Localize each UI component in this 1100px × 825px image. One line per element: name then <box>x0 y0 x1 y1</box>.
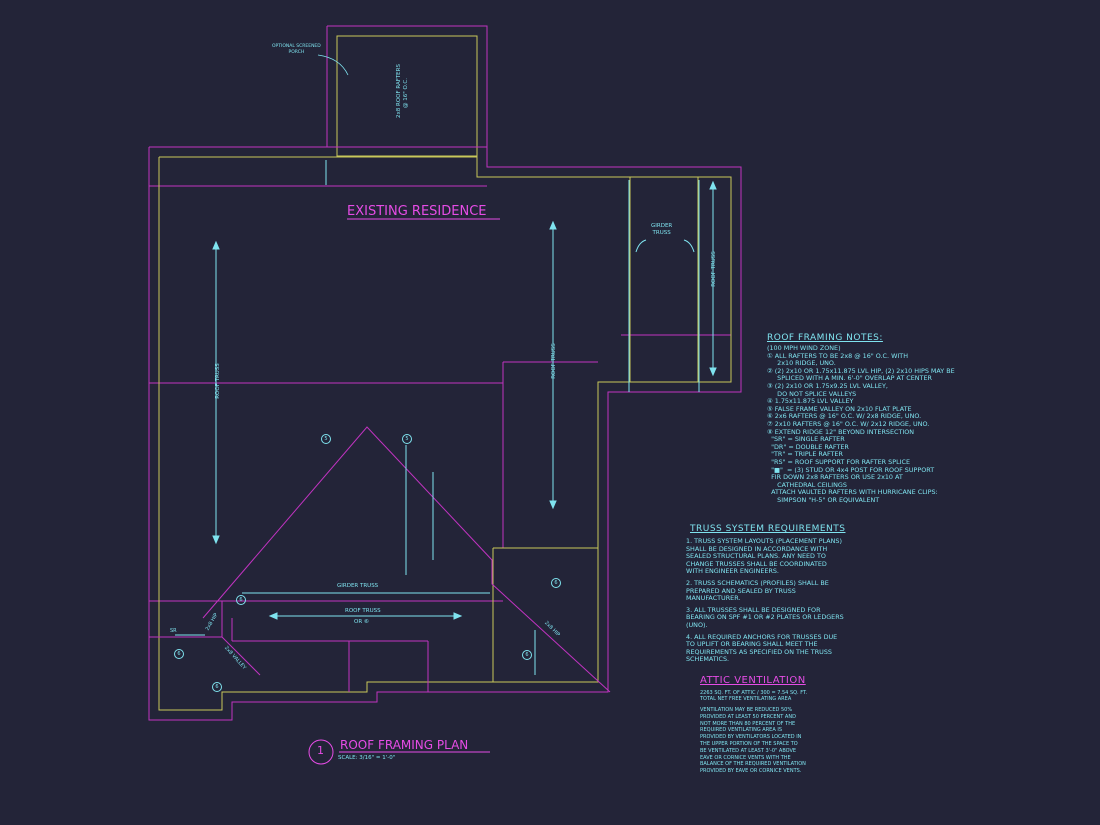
hip-valley-lines <box>149 426 611 693</box>
plan-title: ROOF FRAMING PLAN <box>340 738 469 752</box>
roof-truss-horizontal-label: ROOF TRUSS <box>345 608 381 614</box>
roof-line: ATTACH VAULTED RAFTERS WITH HURRICANE CL… <box>767 488 938 497</box>
attic-summary-line-1: 2263 SQ. FT. OF ATTIC / 300 = 7.54 SQ. F… <box>700 690 808 696</box>
callout-5-a: 5 <box>321 434 331 444</box>
porch-rafters-label: 2x8 ROOF RAFTERS @ 16" O.C. <box>396 64 410 118</box>
truss-line: 3. ALL TRUSSES SHALL BE DESIGNED FOR <box>686 605 821 614</box>
callout-6-d: 6 <box>212 682 222 692</box>
roof-line: FIR DOWN 2x8 RAFTERS OR USE 2x10 AT <box>767 473 903 482</box>
porch-outline <box>326 25 488 167</box>
roof-line: SIMPSON "H-5" OR EQUIVALENT <box>767 495 880 504</box>
truss-line: PREPARED AND SEALED BY TRUSS <box>686 586 796 595</box>
porch-label-line-1: OPTIONAL SCREENED <box>272 44 321 49</box>
girder-truss-top-label: GIRDER TRUSS <box>651 223 672 237</box>
or-6-label: OR ⑥ <box>354 619 369 625</box>
roof-line: DO NOT SPLICE VALLEYS <box>767 389 857 398</box>
porch-label-line-2: PORCH <box>288 49 305 55</box>
truss-line: 1. TRUSS SYSTEM LAYOUTS (PLACEMENT PLANS… <box>686 537 842 545</box>
girder-truss-bottom-label: GIRDER TRUSS <box>337 583 379 589</box>
truss-line: 2. TRUSS SCHEMATICS (PROFILES) SHALL BE <box>686 578 829 587</box>
roof-line: "TR" = TRIPLE RAFTER <box>767 450 843 459</box>
attic-line: PROVIDED AT LEAST 50 PERCENT AND <box>700 713 796 720</box>
roof-line: ⑦ 2x10 RAFTERS @ 16" O.C. W/ 2x12 RIDGE,… <box>767 419 930 428</box>
roof-line: ② (2) 2x10 OR 1.75x11.875 LVL HIP, (2) 2… <box>767 366 955 375</box>
sr-label: SR <box>170 628 177 634</box>
attic-line: BALANCE OF THE REQUIRED VENTILATION <box>700 761 806 768</box>
truss-line: SEALED STRUCTURAL PLANS. ANY NEED TO <box>686 552 826 561</box>
girder-truss-top-line-1: GIRDER <box>651 223 673 229</box>
roof-line: "RS" = ROOF SUPPORT FOR RAFTER SPLICE <box>767 457 911 466</box>
roof-line: 2x10 RIDGE, UNO. <box>767 359 836 368</box>
roof-line: (100 MPH WIND ZONE) <box>767 344 841 352</box>
porch-leader <box>317 54 349 76</box>
truss-notes-lines: 1. TRUSS SYSTEM LAYOUTS (PLACEMENT PLANS… <box>686 537 861 664</box>
truss-line: MANUFACTURER. <box>686 594 741 603</box>
attic-line: EAVE OR CORNICE VENTS WITH THE <box>700 754 791 761</box>
attic-line: NOT MORE THAN 80 PERCENT OF THE <box>700 720 796 727</box>
roof-line: CATHEDRAL CEILINGS <box>767 480 847 489</box>
attic-summary-line-2: TOTAL NET FREE VENTILATING AREA <box>700 696 792 702</box>
truss-line: BEARING ON SPF #1 OR #2 PLATES OR LEDGER… <box>686 613 844 622</box>
truss-line: REQUIREMENTS AS SPECIFIED ON THE TRUSS <box>686 647 832 656</box>
roof-line: ⑤ FALSE FRAME VALLEY ON 2x10 FLAT PLATE <box>767 404 912 413</box>
porch-rafters-line-2: @ 16" O.C. <box>403 78 409 108</box>
truss-line: (UNO). <box>686 620 708 629</box>
roof-line: ③ (2) 2x10 OR 1.75x9.25 LVL VALLEY, <box>767 381 888 390</box>
roof-line: "■" = (3) STUD OR 4x4 POST FOR ROOF SUPP… <box>767 465 935 474</box>
roof-truss-mid-label: ROOF TRUSS <box>551 343 557 379</box>
attic-lines: VENTILATION MAY BE REDUCED 50%PROVIDED A… <box>700 707 840 775</box>
attic-line: PROVIDED BY EAVE OR CORNICE VENTS. <box>700 768 802 775</box>
truss-system-notes: TRUSS SYSTEM REQUIREMENTS 1. TRUSS SYSTE… <box>686 524 861 664</box>
roof-notes-title: ROOF FRAMING NOTES: <box>767 333 883 343</box>
wall-outline <box>158 156 732 711</box>
girder-truss-top-line-2: TRUSS <box>652 230 671 236</box>
truss-line: SHALL BE DESIGNED IN ACCORDANCE WITH <box>686 544 828 553</box>
attic-summary: 2263 SQ. FT. OF ATTIC / 300 = 7.54 SQ. F… <box>700 690 840 702</box>
attic-line: BE VENTILATED AT LEAST 3'-0" ABOVE <box>700 747 797 754</box>
existing-residence-label: EXISTING RESIDENCE <box>347 204 487 219</box>
attic-line: PROVIDED BY VENTILATORS LOCATED IN <box>700 734 802 741</box>
callout-5-b: 5 <box>402 434 412 444</box>
porch-label: OPTIONAL SCREENED PORCH <box>272 44 321 55</box>
attic-line: VENTILATION MAY BE REDUCED 50% <box>700 707 793 713</box>
attic-line: THE UPPER PORTION OF THE SPACE TO <box>700 740 798 747</box>
callout-6-c: 6 <box>174 649 184 659</box>
roof-line: ④ 1.75x11.875 LVL VALLEY <box>767 397 854 406</box>
truss-notes-title: TRUSS SYSTEM REQUIREMENTS <box>690 524 846 534</box>
attic-ventilation-notes: ATTIC VENTILATION 2263 SQ. FT. OF ATTIC … <box>700 675 840 775</box>
callout-6-b: 6 <box>236 595 246 605</box>
title-number-circle <box>308 739 334 765</box>
roof-line: "DR" = DOUBLE RAFTER <box>767 442 849 451</box>
callout-6-e: 6 <box>522 650 532 660</box>
attic-title: ATTIC VENTILATION <box>700 675 806 686</box>
roof-line: ⑧ EXTEND RIDGE 12" BEYOND INTERSECTION <box>767 427 915 436</box>
roof-line: ⑥ 2x6 RAFTERS @ 16" O.C. W/ 2x8 RIDGE, U… <box>767 412 922 421</box>
roof-line: ① ALL RAFTERS TO BE 2x8 @ 16" O.C. WITH <box>767 351 908 360</box>
roof-framing-notes: ROOF FRAMING NOTES: (100 MPH WIND ZONE)①… <box>767 333 967 504</box>
title-number: 1 <box>317 744 324 757</box>
roof-truss-left-label: ROOF TRUSS <box>215 363 221 399</box>
roof-notes-lines: (100 MPH WIND ZONE)① ALL RAFTERS TO BE 2… <box>767 344 967 504</box>
truss-arrows <box>175 160 717 675</box>
roof-line: SPLICED WITH A MIN. 6'-0" OVERLAP AT CEN… <box>767 374 932 383</box>
plan-scale: SCALE: 3/16" = 1'-0" <box>338 755 396 761</box>
roof-line: "SR" = SINGLE RAFTER <box>767 435 845 444</box>
truss-line: TO UPLIFT OR BEARING SHALL MEET THE <box>686 640 818 649</box>
truss-line: 4. ALL REQUIRED ANCHORS FOR TRUSSES DUE <box>686 632 838 641</box>
truss-line: SCHEMATICS. <box>686 655 730 664</box>
attic-line: REQUIRED VENTILATING AREA IS <box>700 727 783 734</box>
porch-rafters-line-1: 2x8 ROOF RAFTERS <box>396 64 402 118</box>
truss-line: CHANGE TRUSSES SHALL BE COORDINATED <box>686 559 827 568</box>
girder-truss-bracket <box>635 239 695 253</box>
truss-line: WITH ENGINEER ENGINEERS. <box>686 567 779 576</box>
callout-6-a: 6 <box>551 578 561 588</box>
roof-truss-right-label: ROOF TRUSS <box>711 251 717 287</box>
